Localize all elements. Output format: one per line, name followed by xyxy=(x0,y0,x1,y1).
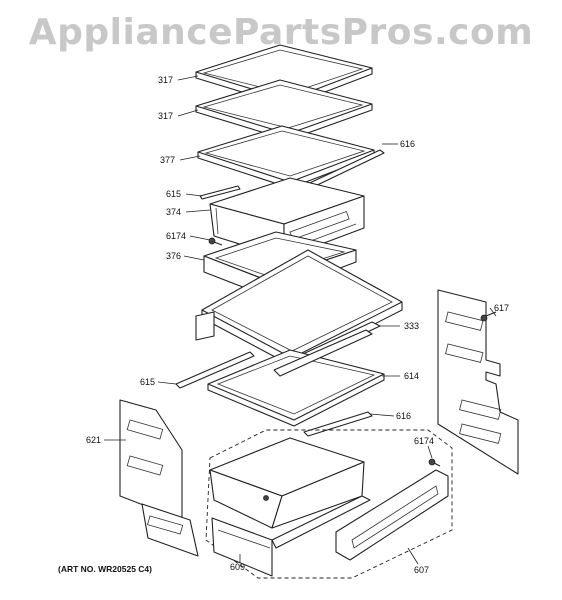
callout-609: 609 xyxy=(230,562,245,572)
drawer-front-607[interactable] xyxy=(335,469,449,561)
callout-614: 614 xyxy=(404,371,419,381)
callout-617: 617 xyxy=(494,303,509,313)
callout-333: 333 xyxy=(404,321,419,331)
rail-616-lower[interactable] xyxy=(303,411,373,437)
shelf-317-lower[interactable] xyxy=(195,79,373,141)
side-panel-617[interactable] xyxy=(437,289,519,475)
rail-615-upper[interactable] xyxy=(199,185,241,200)
screw-6174-lower[interactable] xyxy=(428,458,441,467)
shelf-614[interactable] xyxy=(207,329,385,427)
rail-615-lower[interactable] xyxy=(175,351,255,389)
callout-374: 374 xyxy=(166,207,181,217)
leader-lines xyxy=(104,75,497,565)
callout-616-lower: 616 xyxy=(396,411,411,421)
callout-317-upper: 317 xyxy=(158,75,173,85)
callout-621: 621 xyxy=(86,435,101,445)
screw-6174-upper[interactable] xyxy=(208,237,223,246)
callout-6174-lower: 6174 xyxy=(414,436,434,446)
callout-607: 607 xyxy=(414,565,429,575)
crisper-pan-609[interactable] xyxy=(209,437,371,577)
callout-615-upper: 615 xyxy=(166,189,181,199)
art-number: (ART NO. WR20525 C4) xyxy=(58,564,152,574)
callout-376: 376 xyxy=(166,251,181,261)
pan-cover-377[interactable] xyxy=(197,125,375,189)
callout-6174-upper: 6174 xyxy=(166,231,186,241)
callout-317-lower: 317 xyxy=(158,111,173,121)
callout-616-upper: 616 xyxy=(400,139,415,149)
side-panel-621[interactable] xyxy=(119,399,199,557)
callout-377: 377 xyxy=(160,155,175,165)
callout-615-lower: 615 xyxy=(140,377,155,387)
